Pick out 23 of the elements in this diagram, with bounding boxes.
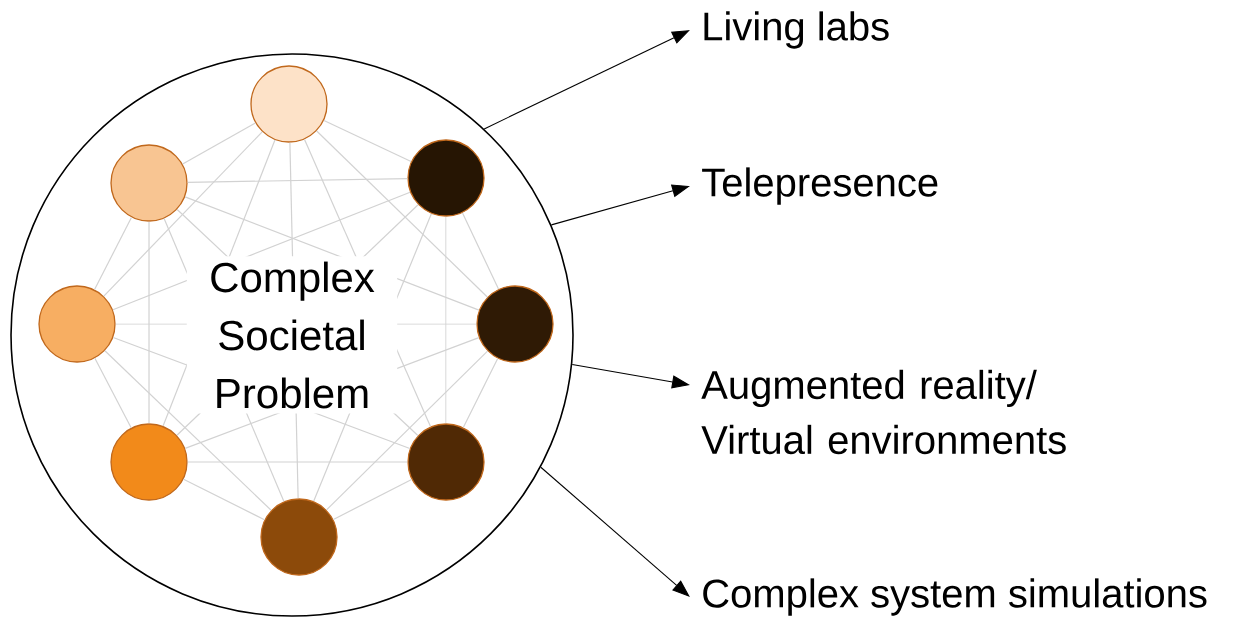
item-label: Living labs	[704, 11, 889, 49]
member-circle	[476, 285, 554, 363]
member-circle	[407, 139, 485, 217]
connector-line	[182, 122, 256, 165]
arrow	[483, 30, 690, 130]
connector-line	[183, 478, 266, 521]
member-circle	[407, 423, 485, 501]
item-label: Telepresence	[702, 167, 938, 205]
member-circle	[110, 423, 188, 501]
member-circle	[260, 498, 338, 576]
connector-line	[462, 357, 499, 429]
member-circle	[250, 65, 328, 143]
connector-line	[323, 119, 412, 163]
item-label: Complex system simulations	[703, 578, 1207, 616]
connector-line	[461, 212, 500, 290]
connector-line	[94, 357, 132, 429]
member-circle	[38, 285, 116, 363]
arrow	[540, 466, 690, 597]
member-circle	[110, 144, 188, 222]
connector-line	[94, 216, 133, 291]
connector-line	[187, 178, 408, 183]
item-label: Augmented reality/ Virtual environments	[701, 369, 1066, 455]
connector-line	[332, 478, 413, 521]
